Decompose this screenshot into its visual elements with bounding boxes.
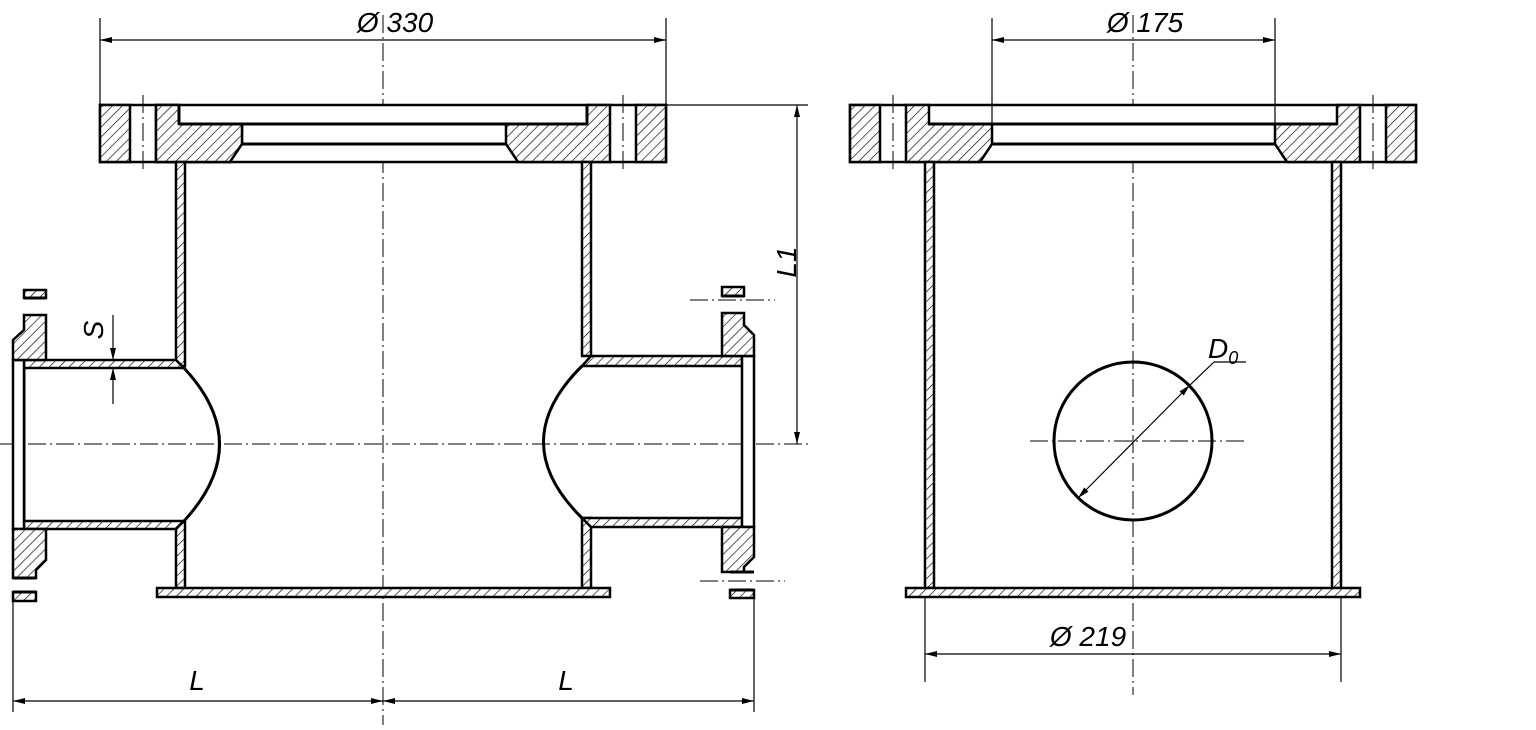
dimension-d330: Ø 330 <box>99 7 667 105</box>
right-nozzle <box>542 285 785 600</box>
label-d0: D0 <box>1208 333 1238 368</box>
dimension-l-right: L <box>383 598 755 712</box>
left-nozzle <box>11 288 221 603</box>
side-wall-left <box>923 160 936 590</box>
dimension-d219: Ø 219 <box>924 597 1342 682</box>
label-l-left: L <box>189 665 205 696</box>
label-l1: L1 <box>771 246 802 277</box>
dimension-l-left: L <box>12 601 383 712</box>
top-flange-section <box>98 95 668 172</box>
label-s: S <box>78 320 109 339</box>
label-d175: Ø 175 <box>1106 7 1184 38</box>
side-top-flange <box>848 95 1418 172</box>
nozzle-hole <box>1052 360 1214 522</box>
side-bottom-plate <box>904 586 1362 599</box>
dimension-s: S <box>78 315 116 404</box>
bottom-plate <box>155 586 612 599</box>
front-section-view: Ø 330 L1 S L L <box>0 7 808 725</box>
label-l-right: L <box>558 665 574 696</box>
dimension-l1: L1 <box>666 104 808 444</box>
side-wall-right <box>1330 160 1343 590</box>
side-section-view: D0 Ø 175 Ø 219 <box>848 7 1418 695</box>
label-d330: Ø 330 <box>356 7 434 38</box>
dimension-d175: Ø 175 <box>991 7 1276 144</box>
label-d219: Ø 219 <box>1049 621 1126 652</box>
dimension-d0: D0 <box>1077 333 1246 499</box>
